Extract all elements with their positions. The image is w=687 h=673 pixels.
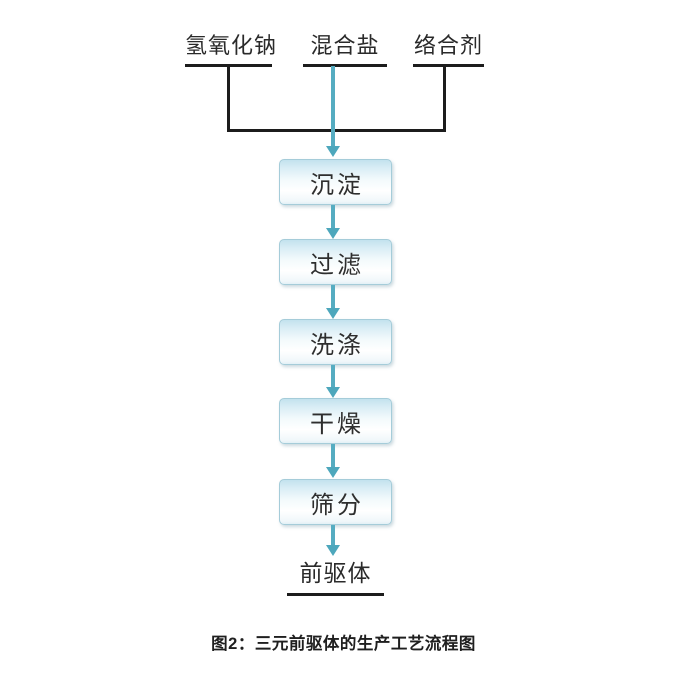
input-label-mixed-salt: 混合盐	[310, 33, 380, 58]
arrow-down-icon	[326, 387, 340, 398]
step-label: 沉淀	[310, 171, 364, 199]
step-box-washing: 洗涤	[279, 319, 392, 365]
step-box-sieving: 筛分	[279, 479, 392, 525]
step-box-filtration: 过滤	[279, 239, 392, 285]
arrow-down-icon	[326, 228, 340, 239]
output-label-precursor: 前驱体	[299, 560, 372, 586]
flow-line	[331, 525, 335, 545]
flow-line	[331, 285, 335, 308]
input-underline-sodium-hydroxide	[185, 64, 272, 67]
flow-line	[331, 205, 335, 228]
input-underline-complexing-agent	[413, 64, 484, 67]
flow-line	[331, 365, 335, 387]
connector-horizontal-line	[227, 129, 446, 132]
figure-caption: 图2：三元前驱体的生产工艺流程图	[211, 635, 476, 653]
step-label: 过滤	[310, 251, 364, 279]
input-underline-mixed-salt	[303, 64, 387, 67]
arrow-down-icon	[326, 146, 340, 157]
step-label: 洗涤	[310, 331, 364, 359]
main-feed-line	[331, 66, 335, 146]
flow-line	[331, 444, 335, 467]
input-label-sodium-hydroxide: 氢氧化钠	[185, 33, 278, 58]
arrow-down-icon	[326, 545, 340, 556]
arrow-down-icon	[326, 467, 340, 478]
step-box-precipitation: 沉淀	[279, 159, 392, 205]
arrow-down-icon	[326, 308, 340, 319]
step-box-drying: 干燥	[279, 398, 392, 444]
input-label-complexing-agent: 络合剂	[413, 33, 483, 58]
step-label: 筛分	[310, 491, 364, 519]
output-underline	[287, 593, 384, 596]
connector-right-line	[443, 66, 446, 132]
step-label: 干燥	[310, 410, 364, 438]
connector-left-line	[227, 66, 230, 132]
